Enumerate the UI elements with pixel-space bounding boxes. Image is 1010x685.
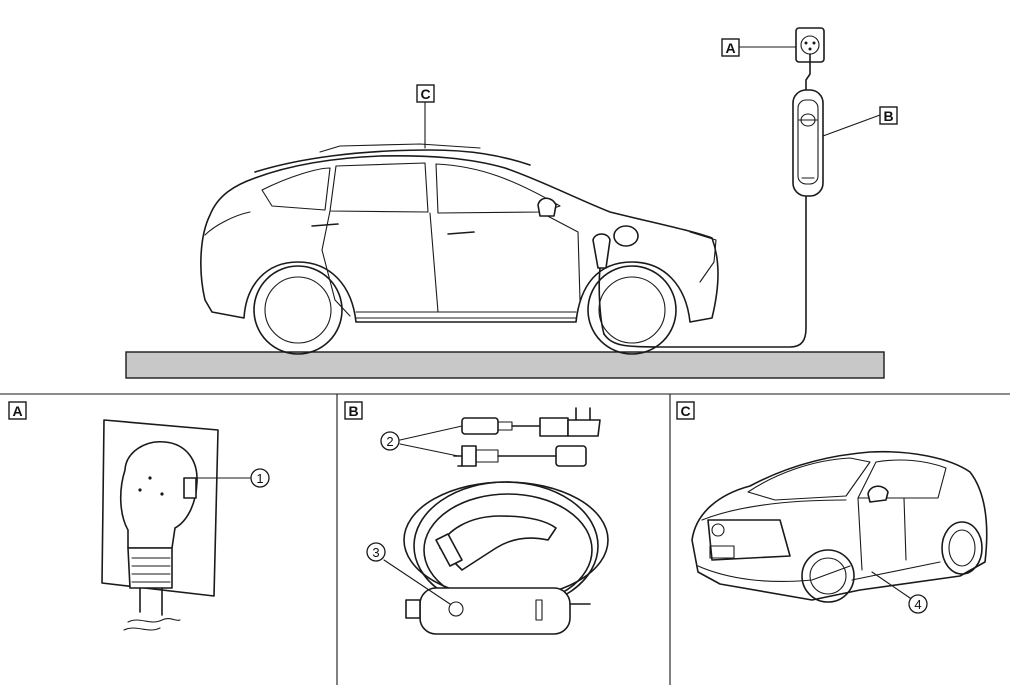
callout-c-label: C	[420, 86, 430, 102]
top-scene: C A B	[125, 27, 898, 379]
panel-c: C 4	[676, 401, 988, 614]
panel-b: B 2	[344, 401, 609, 635]
callout-1-label: 1	[256, 471, 263, 486]
adapter-cables	[453, 407, 601, 467]
callout-2-label: 2	[386, 434, 393, 449]
panel-c-tag-box	[676, 401, 695, 420]
callout-4-circle	[908, 594, 928, 614]
callout-a-label: A	[725, 40, 735, 56]
panel-a: A 1	[8, 401, 270, 631]
callout-2-circle	[380, 431, 400, 451]
control-box	[792, 89, 824, 197]
wall-outlet	[795, 27, 825, 91]
panel-a-tag-box	[8, 401, 27, 420]
car-side-view	[200, 143, 719, 355]
callout-b-label: B	[883, 108, 893, 124]
panel-a-tag: A	[12, 403, 22, 419]
car-front-three-quarter-view	[691, 450, 988, 603]
panel-b-tag-box	[344, 401, 363, 420]
ground-slab	[125, 351, 885, 379]
panel-c-tag: C	[680, 403, 690, 419]
panel-b-tag: B	[348, 403, 358, 419]
coiled-charge-cable	[403, 481, 609, 635]
callout-1-circle	[250, 468, 270, 488]
callout-4-label: 4	[914, 597, 921, 612]
callout-3-circle	[366, 542, 386, 562]
callout-3-label: 3	[372, 545, 379, 560]
charge-cable	[603, 195, 807, 348]
